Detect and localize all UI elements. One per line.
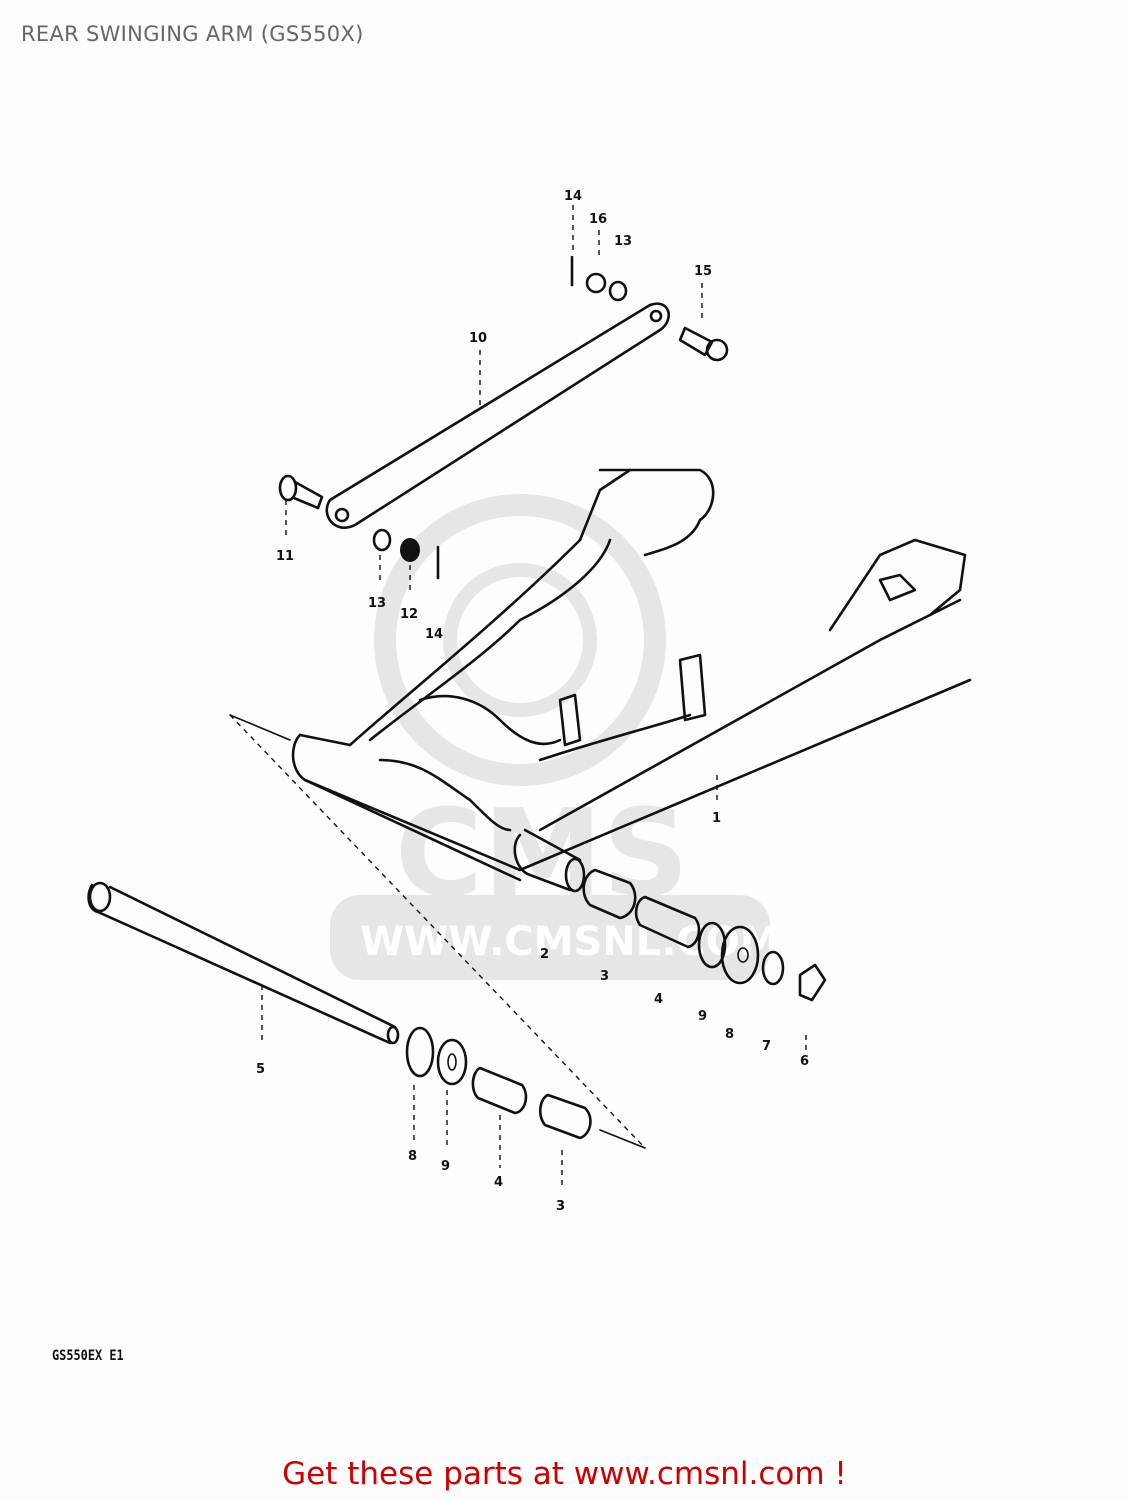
callout-16: 16 — [589, 212, 607, 227]
bolt-15 — [678, 326, 729, 362]
footer-promo-link[interactable]: Get these parts at www.cmsnl.com ! — [282, 1456, 847, 1492]
nut-16 — [585, 272, 607, 294]
dust-seal-8 — [720, 925, 760, 985]
callout-9-lower: 9 — [441, 1159, 450, 1174]
callout-13: 13 — [368, 596, 386, 611]
washer-9-lower — [436, 1038, 468, 1086]
callout-14: 14 — [425, 627, 443, 642]
callout-8-lower: 8 — [408, 1149, 417, 1164]
pivot-shaft-5 — [87, 881, 400, 1045]
washer-13-upper — [608, 280, 628, 302]
callout-9: 9 — [698, 1009, 707, 1024]
washer-13 — [372, 528, 392, 552]
callout-4-lower: 4 — [494, 1175, 503, 1190]
page-title: REAR SWINGING ARM (GS550X) — [21, 22, 364, 46]
callout-5: 5 — [256, 1062, 265, 1077]
diagram-code: GS550EX E1 — [52, 1348, 124, 1364]
nut-12 — [400, 538, 420, 562]
callout-15: 15 — [694, 264, 712, 279]
callout-3-lower: 3 — [556, 1199, 565, 1214]
callout-3: 3 — [600, 969, 609, 984]
callout-6: 6 — [800, 1054, 809, 1069]
washer-7 — [761, 950, 785, 986]
callout-10: 10 — [469, 331, 487, 346]
callout-12: 12 — [400, 607, 418, 622]
callout-11: 11 — [276, 549, 294, 564]
washer-9 — [697, 921, 727, 969]
callout-7: 7 — [762, 1039, 771, 1054]
swinging-arm — [291, 468, 972, 882]
spacer-4 — [634, 895, 701, 949]
callout-13-upper: 13 — [614, 234, 632, 249]
torque-link — [325, 302, 670, 529]
nut-6 — [798, 963, 827, 1002]
callout-14-upper: 14 — [564, 189, 582, 204]
callout-2: 2 — [540, 947, 549, 962]
bolt-11 — [278, 474, 324, 510]
spacer-4-lower — [471, 1066, 528, 1115]
bearing-3 — [582, 868, 637, 920]
callout-8: 8 — [725, 1027, 734, 1042]
pivot-spacer-2 — [513, 828, 586, 893]
bearing-3-lower — [539, 1093, 592, 1140]
callout-4: 4 — [654, 992, 663, 1007]
watermark-url: WWW.CMSNL.COM — [360, 919, 780, 965]
callout-1: 1 — [712, 811, 721, 826]
dust-seal-8-lower — [405, 1026, 435, 1078]
